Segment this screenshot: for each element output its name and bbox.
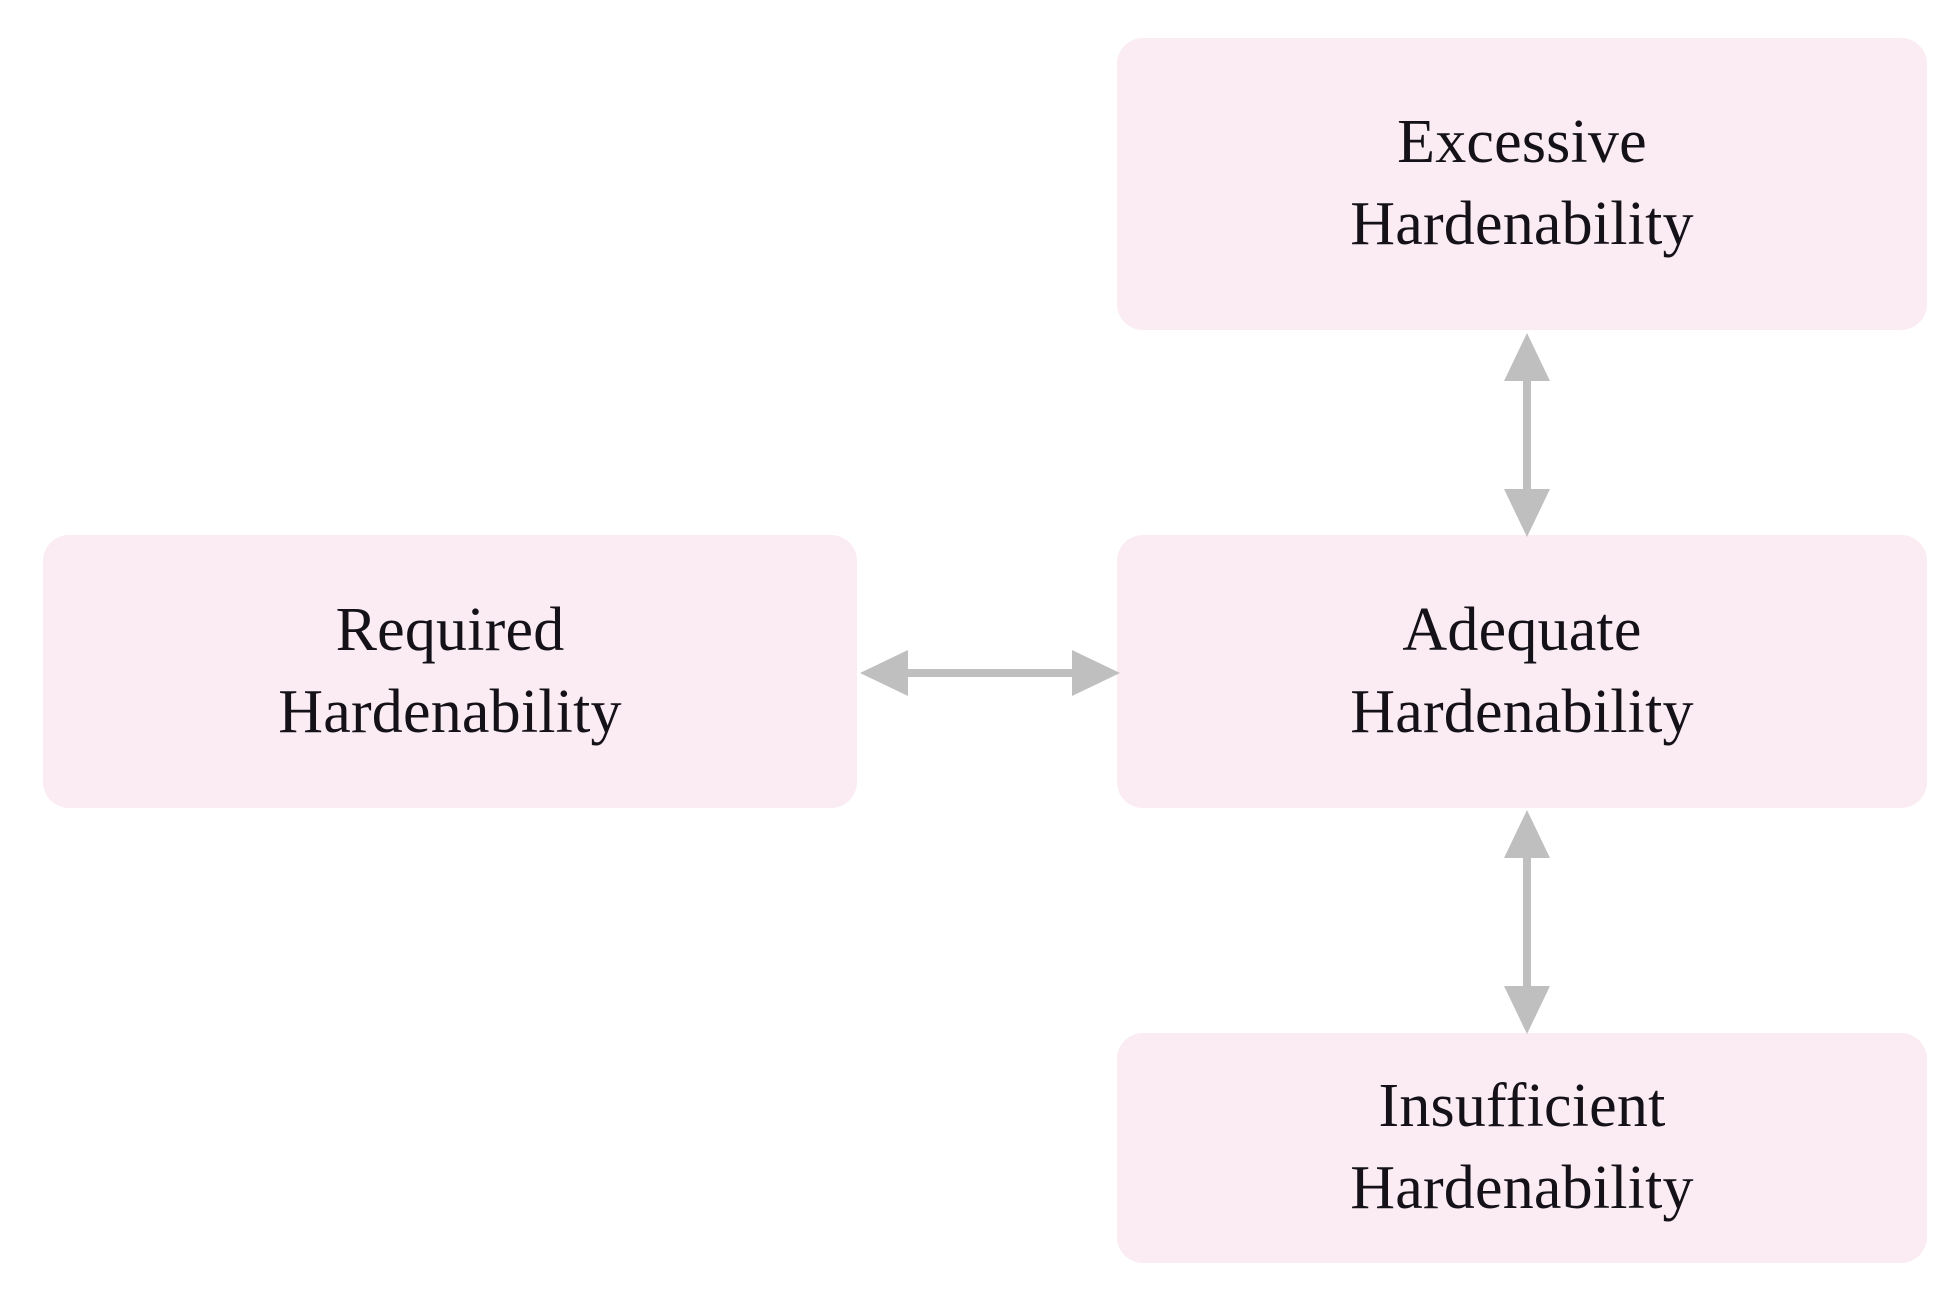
node-adequate-line-2: Hardenability xyxy=(1350,677,1694,746)
node-insufficient-line-2: Hardenability xyxy=(1350,1154,1694,1222)
double-arrow-vertical-up-icon xyxy=(1504,333,1550,537)
double-arrow-vertical-down-icon xyxy=(1504,810,1550,1034)
node-required-line-2: Hardenability xyxy=(278,677,622,746)
node-excessive-hardenability[interactable]: Excessive Hardenability xyxy=(1117,38,1927,330)
node-insufficient-line-1: Insufficient xyxy=(1378,1072,1666,1141)
node-excessive-line-1: Excessive xyxy=(1397,108,1647,177)
node-adequate-line-1: Adequate xyxy=(1402,595,1642,664)
node-required-hardenability[interactable]: Required Hardenability xyxy=(43,535,857,808)
node-insufficient-hardenability[interactable]: Insufficient Hardenability xyxy=(1117,1033,1927,1263)
node-adequate-hardenability[interactable]: Adequate Hardenability xyxy=(1117,535,1927,808)
node-required-line-1: Required xyxy=(335,595,565,664)
node-excessive-line-2: Hardenability xyxy=(1350,190,1694,258)
double-arrow-horizontal-icon xyxy=(860,650,1120,696)
